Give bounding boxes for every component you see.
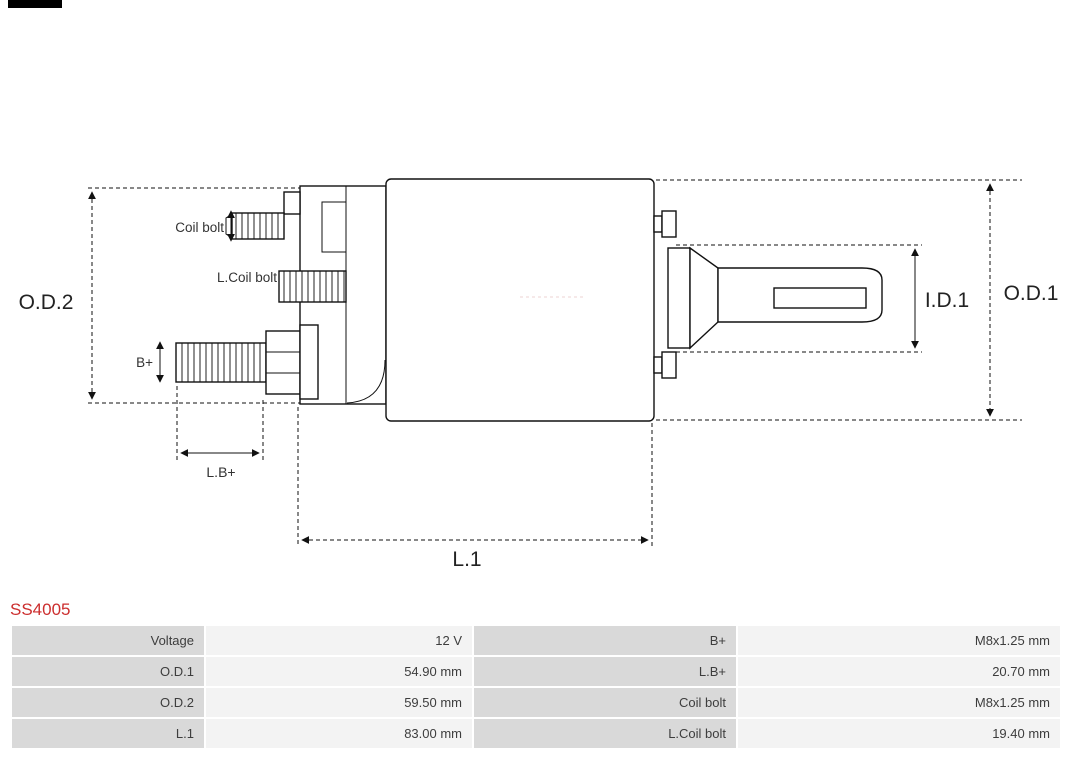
terminal-stud-bottom-neck [653, 356, 663, 374]
housing-fillet [346, 359, 386, 404]
spec-table: Voltage 12 V B+ M8x1.25 mm O.D.1 54.90 m… [10, 624, 1062, 750]
spec-value: 20.70 mm [738, 657, 1060, 686]
od1-label: O.D.1 [1004, 282, 1059, 305]
table-row: L.1 83.00 mm L.Coil bolt 19.40 mm [12, 719, 1060, 748]
l-coil-bolt-threads [278, 270, 347, 303]
b-plus-stud [175, 342, 267, 383]
logo-fragment [8, 0, 62, 8]
id1-dimension [676, 244, 922, 353]
lb-plus-label: L.B+ [206, 464, 235, 480]
table-row: O.D.2 59.50 mm Coil bolt M8x1.25 mm [12, 688, 1060, 717]
plunger-slot [773, 287, 867, 309]
terminal-stud-top-head [661, 210, 677, 238]
id1-label: I.D.1 [925, 289, 969, 312]
plunger-collar [667, 247, 691, 349]
spec-label: Coil bolt [474, 688, 736, 717]
spec-value: 19.40 mm [738, 719, 1060, 748]
spec-value: 12 V [206, 626, 472, 655]
terminal-stud-bottom-head [661, 351, 677, 379]
spec-label: L.1 [12, 719, 204, 748]
front-housing-boss [321, 201, 347, 253]
product-code-link[interactable]: SS4005 [10, 600, 71, 619]
table-row: O.D.1 54.90 mm L.B+ 20.70 mm [12, 657, 1060, 686]
l1-dimension [297, 407, 653, 547]
spec-label: L.Coil bolt [474, 719, 736, 748]
od2-label: O.D.2 [19, 291, 74, 314]
od1-dimension [656, 179, 1022, 421]
spec-value: M8x1.25 mm [738, 688, 1060, 717]
solenoid-body [385, 178, 655, 422]
coil-bolt-tab [283, 191, 301, 215]
solenoid-outline [175, 178, 883, 422]
coil-bolt-label: Coil bolt [175, 220, 224, 235]
spec-label: O.D.2 [12, 688, 204, 717]
spec-value: 54.90 mm [206, 657, 472, 686]
technical-drawing: O.D.2 O.D.1 I.D.1 [19, 178, 1059, 571]
plunger-taper [689, 246, 719, 350]
spec-label: L.B+ [474, 657, 736, 686]
spec-label: O.D.1 [12, 657, 204, 686]
coil-bolt-stud [231, 212, 285, 240]
b-plus-label: B+ [136, 355, 153, 370]
terminal-stud-top-neck [653, 215, 663, 233]
b-plus-nut [265, 330, 301, 395]
od2-dimension [88, 187, 302, 404]
spec-label: Voltage [12, 626, 204, 655]
table-row: Voltage 12 V B+ M8x1.25 mm [12, 626, 1060, 655]
spec-label: B+ [474, 626, 736, 655]
spec-value: 59.50 mm [206, 688, 472, 717]
spec-value: M8x1.25 mm [738, 626, 1060, 655]
l-coil-bolt-label: L.Coil bolt [217, 270, 277, 285]
b-plus-washer [299, 324, 319, 400]
lb-plus-dimension [176, 386, 264, 460]
l1-label: L.1 [452, 548, 481, 571]
spec-value: 83.00 mm [206, 719, 472, 748]
